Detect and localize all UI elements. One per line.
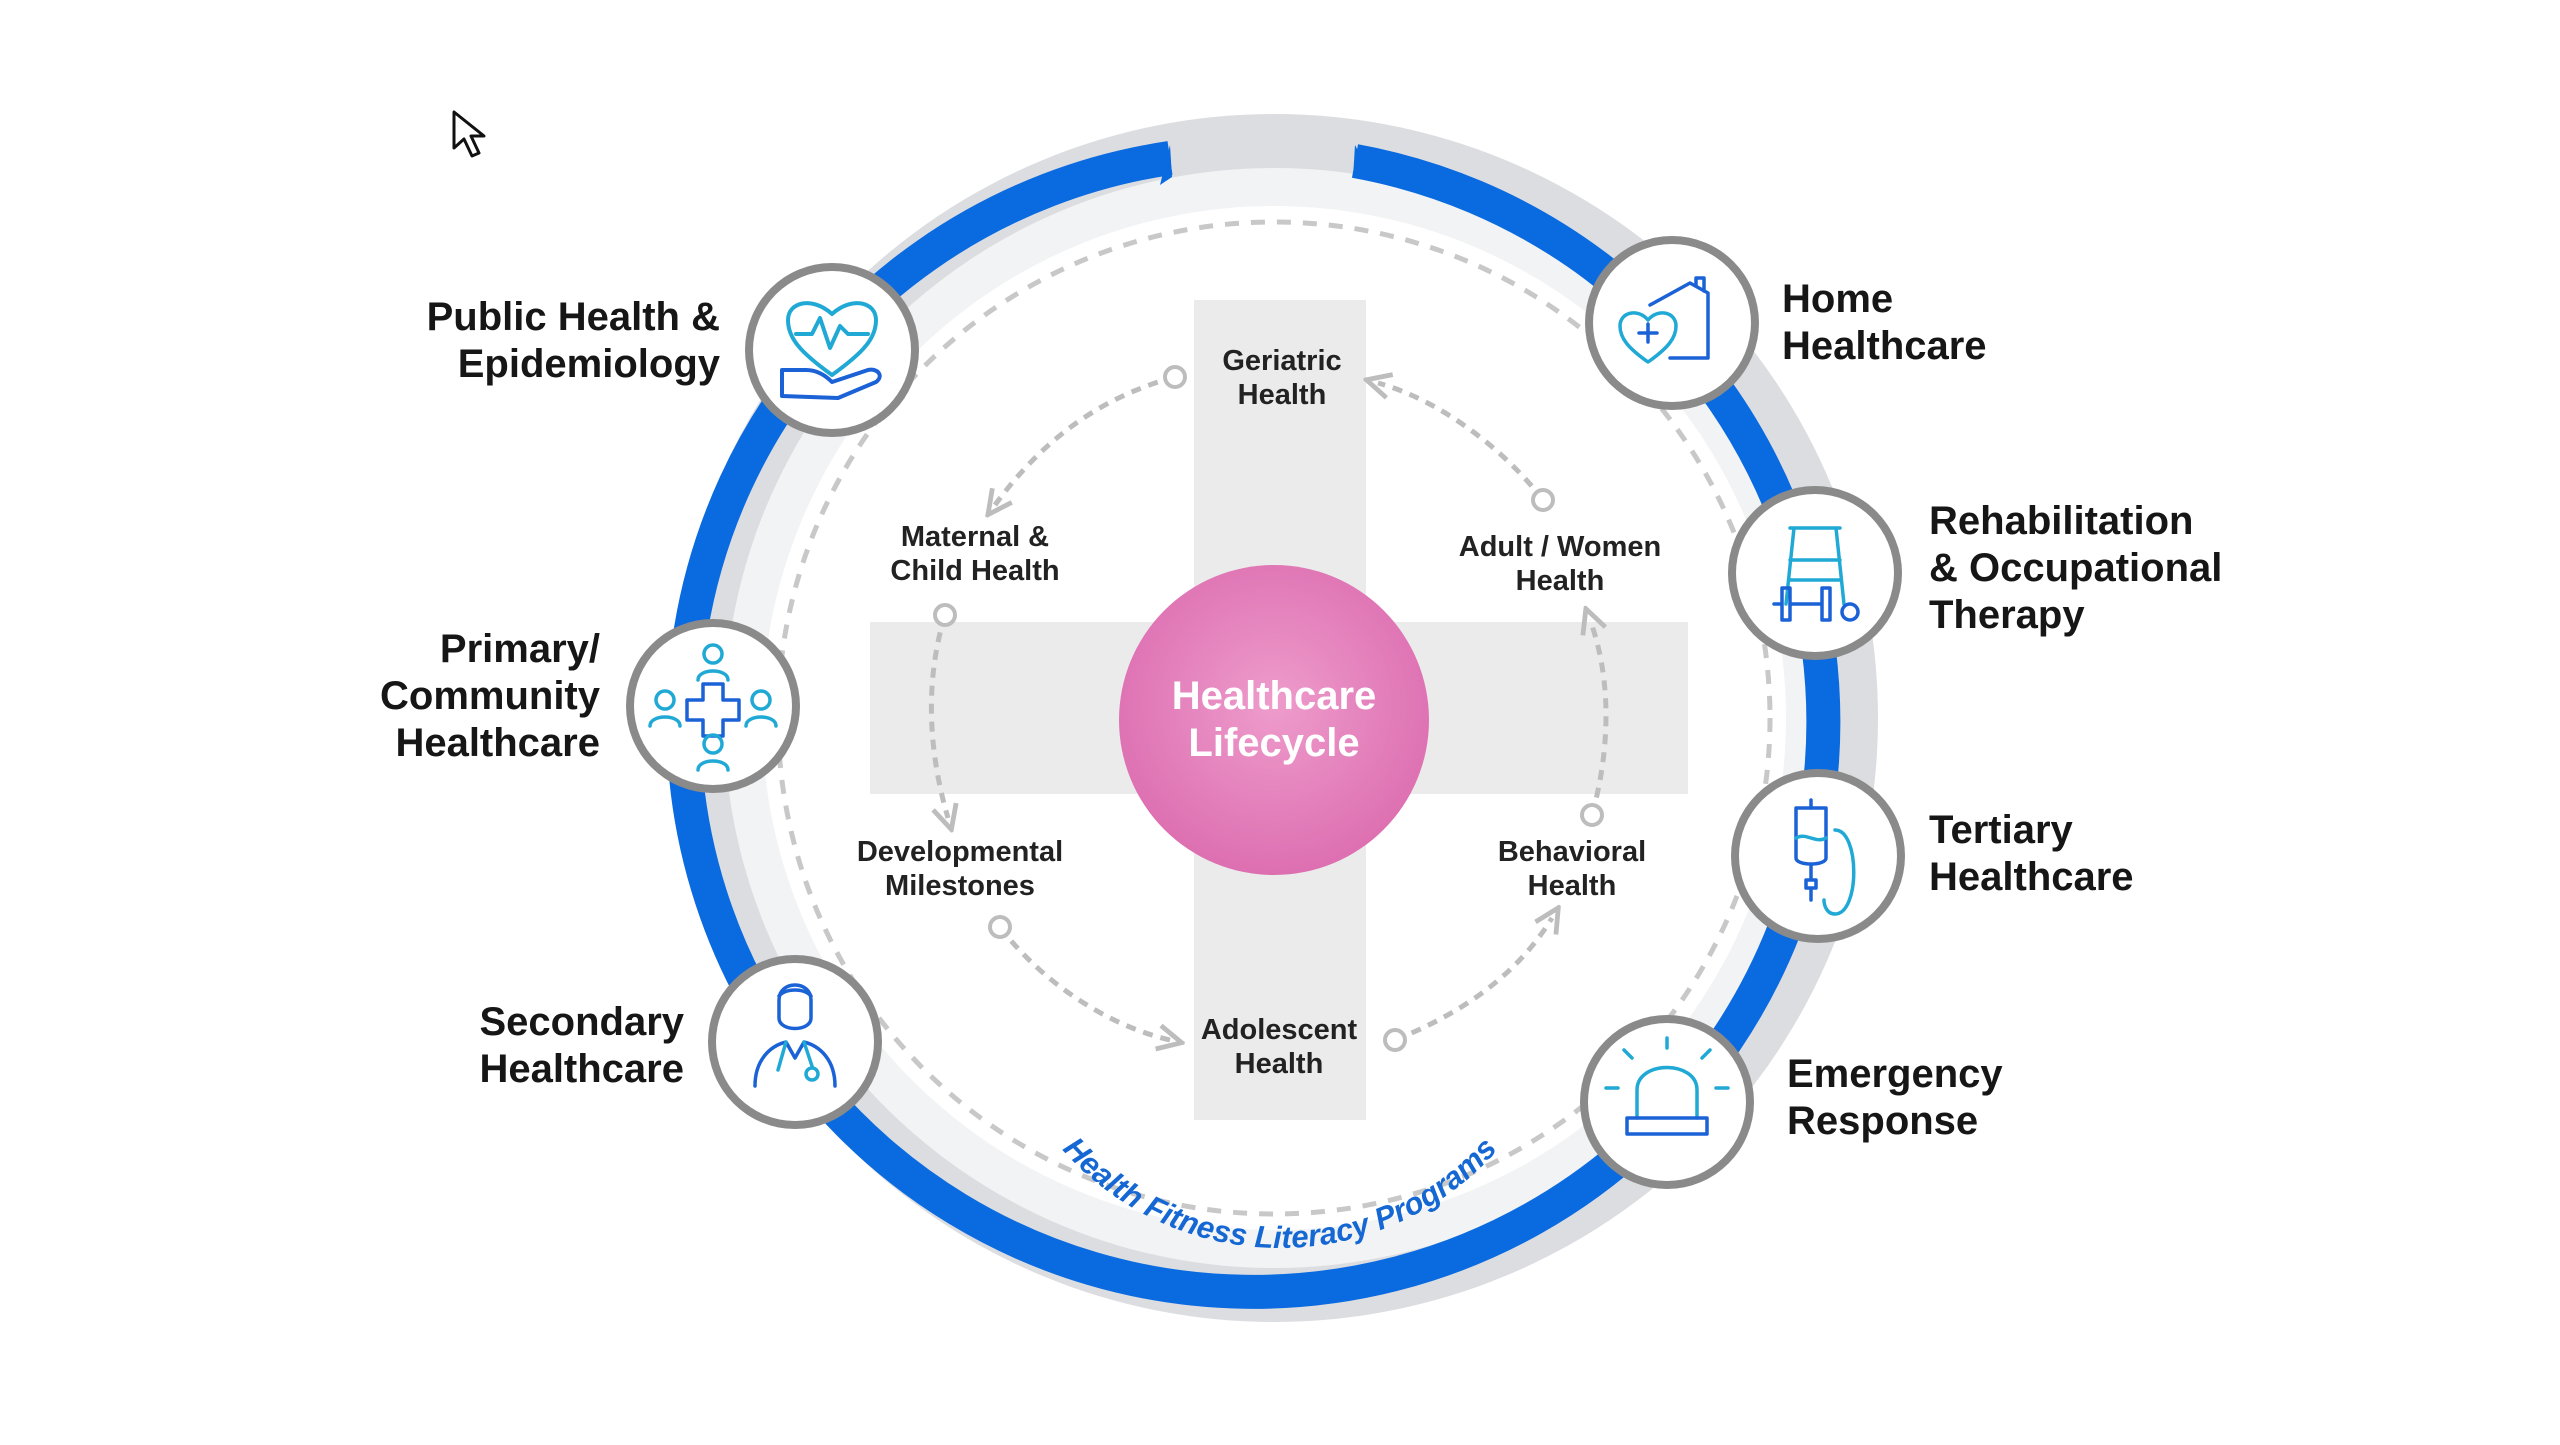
house-heart-icon — [1618, 276, 1710, 364]
stage-behavioral: Behavioral Health — [1497, 836, 1647, 902]
label-secondary: Secondary Healthcare — [479, 1000, 684, 1091]
node-emergency[interactable] — [1580, 1015, 1754, 1189]
center-circle — [1119, 565, 1429, 875]
label-emergency: Emergency Response — [1787, 1052, 2003, 1143]
label-public-health: Public Health & Epidemiology — [426, 295, 720, 386]
stage-maternal-child: Maternal & Child Health — [890, 521, 1060, 587]
node-rehabilitation[interactable] — [1728, 486, 1902, 660]
label-primary-community: Primary/ Community Healthcare — [380, 627, 600, 765]
mouse-pointer-icon — [452, 110, 486, 158]
siren-light-icon — [1604, 1036, 1730, 1136]
label-home-healthcare: Home Healthcare — [1782, 277, 1987, 368]
node-primary-community[interactable] — [626, 619, 800, 793]
node-home-healthcare[interactable] — [1585, 236, 1759, 410]
node-public-health[interactable] — [745, 263, 919, 437]
arc-arrow-right — [1353, 145, 1368, 178]
blue-cycle-arc — [666, 141, 1841, 1309]
node-tertiary[interactable] — [1731, 769, 1905, 943]
stage-adult-women: Adult / Women Health — [1458, 531, 1662, 597]
label-rehabilitation: Rehabilitation & Occupational Therapy — [1929, 499, 2223, 637]
stage-cycle-arrows — [928, 377, 1609, 1040]
community-people-cross-icon — [648, 643, 778, 772]
node-secondary[interactable] — [708, 955, 882, 1129]
stage-adolescent: Adolescent Health — [1200, 1014, 1358, 1080]
doctor-stethoscope-icon — [753, 983, 837, 1088]
stage-cycle-dots — [933, 365, 1604, 1052]
center-title: Healthcare Lifecycle — [1171, 674, 1377, 765]
stage-geriatric: Geriatric Health — [1222, 345, 1342, 411]
dashed-program-ring — [775, 219, 1773, 1217]
iv-drip-icon — [1794, 798, 1856, 916]
heart-in-hand-icon — [780, 301, 882, 400]
walker-dumbbell-icon — [1772, 526, 1860, 622]
arc-arrow-left — [1160, 145, 1172, 185]
stage-developmental: Developmental Milestones — [856, 836, 1064, 902]
label-tertiary: Tertiary Healthcare — [1929, 808, 2134, 899]
